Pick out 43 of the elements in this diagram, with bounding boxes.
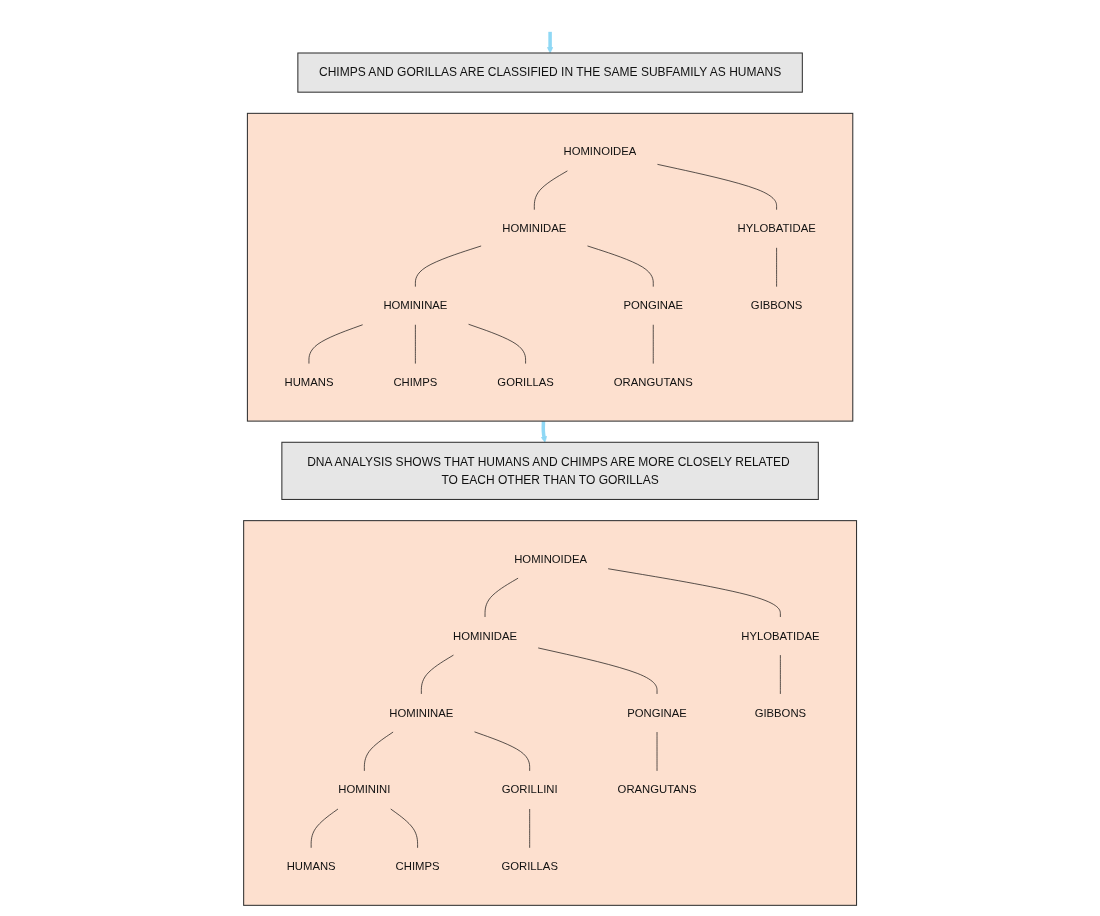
node-text: HOMININI <box>338 783 391 796</box>
connector <box>587 245 654 287</box>
node-text: HYLOBATIDAE <box>741 629 820 642</box>
node-text: HOMINOIDEA <box>563 145 637 158</box>
node-text: GIBBONS <box>754 706 806 719</box>
connector <box>607 568 781 618</box>
connector <box>310 808 339 849</box>
node-text: PONGINAE <box>627 706 687 719</box>
node-text: HUMANS <box>284 376 334 389</box>
node-text: GORILLAS <box>497 376 554 389</box>
node-text: PONGINAE <box>623 299 683 312</box>
node-text: CHIMPS <box>393 376 438 389</box>
connector <box>420 654 454 695</box>
node-text: GORILLAS <box>501 860 558 873</box>
arrow <box>540 421 547 443</box>
node-text: HOMININAE <box>383 299 448 312</box>
cluster <box>246 112 854 422</box>
node-text: HYLOBATIDAE <box>737 222 816 235</box>
connector <box>657 164 777 211</box>
connector <box>484 577 519 618</box>
node-text: GIBBONS <box>750 299 803 312</box>
node-text: GORILLINI <box>501 783 558 796</box>
node-text: CHIMPS <box>395 860 440 873</box>
connector <box>474 731 530 772</box>
connector <box>468 323 526 364</box>
arrow <box>546 31 554 54</box>
node-text: HOMINIDAE <box>452 629 517 642</box>
node-box: DNA ANALYSIS SHOWS THAT HUMANS AND CHIMPS ARE MORE CLOSELY RELATED TO EACH OTHER THAN TO GORILLAS <box>281 441 819 500</box>
cluster <box>243 520 857 906</box>
connector <box>776 247 777 287</box>
connector <box>533 170 568 211</box>
connector <box>390 808 418 849</box>
node-text: HUMANS <box>286 860 336 873</box>
node-text: ORANGUTANS <box>617 783 697 796</box>
connector <box>537 647 658 695</box>
connector <box>414 245 482 287</box>
node-box: CHIMPS AND GORILLAS ARE CLASSIFIED IN THE SAME SUBFAMILY AS HUMANS <box>297 52 803 93</box>
node-text: ORANGUTANS <box>613 376 693 389</box>
connector <box>363 731 394 772</box>
node-text: HOMINIDAE <box>502 222 567 235</box>
connector <box>308 324 363 364</box>
node-text: HOMINOIDEA <box>514 552 587 565</box>
node-text: HOMININAE <box>389 706 454 719</box>
